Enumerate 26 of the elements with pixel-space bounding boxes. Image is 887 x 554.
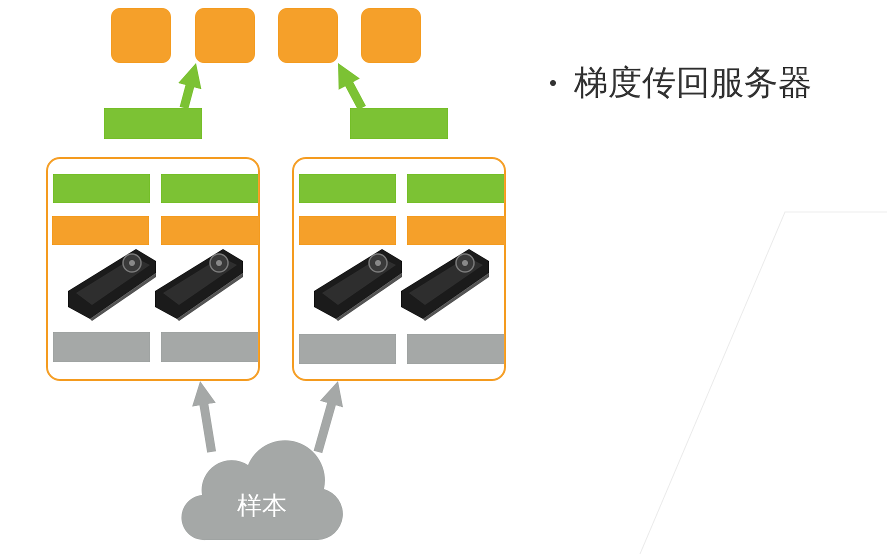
block: [407, 334, 504, 364]
block: [350, 108, 448, 139]
server-frame: [46, 157, 260, 381]
arrow: [192, 381, 216, 453]
block: [161, 174, 258, 203]
block: [407, 216, 504, 245]
block: [53, 174, 150, 203]
block: [161, 216, 258, 245]
cloud-label: 样本: [236, 491, 288, 521]
block: [53, 332, 150, 362]
arrow: [314, 381, 344, 454]
arrow: [178, 63, 202, 110]
block: [104, 108, 202, 139]
block: [195, 8, 255, 63]
server-frame: [292, 157, 506, 381]
block: [407, 174, 504, 203]
block: [361, 8, 421, 63]
block: [278, 8, 338, 63]
bullet-text: 梯度传回服务器: [574, 62, 812, 104]
arrow: [338, 63, 366, 110]
block: [299, 334, 396, 364]
block: [161, 332, 258, 362]
block: [299, 216, 396, 245]
block: [52, 216, 149, 245]
block: [299, 174, 396, 203]
block: [111, 8, 171, 63]
